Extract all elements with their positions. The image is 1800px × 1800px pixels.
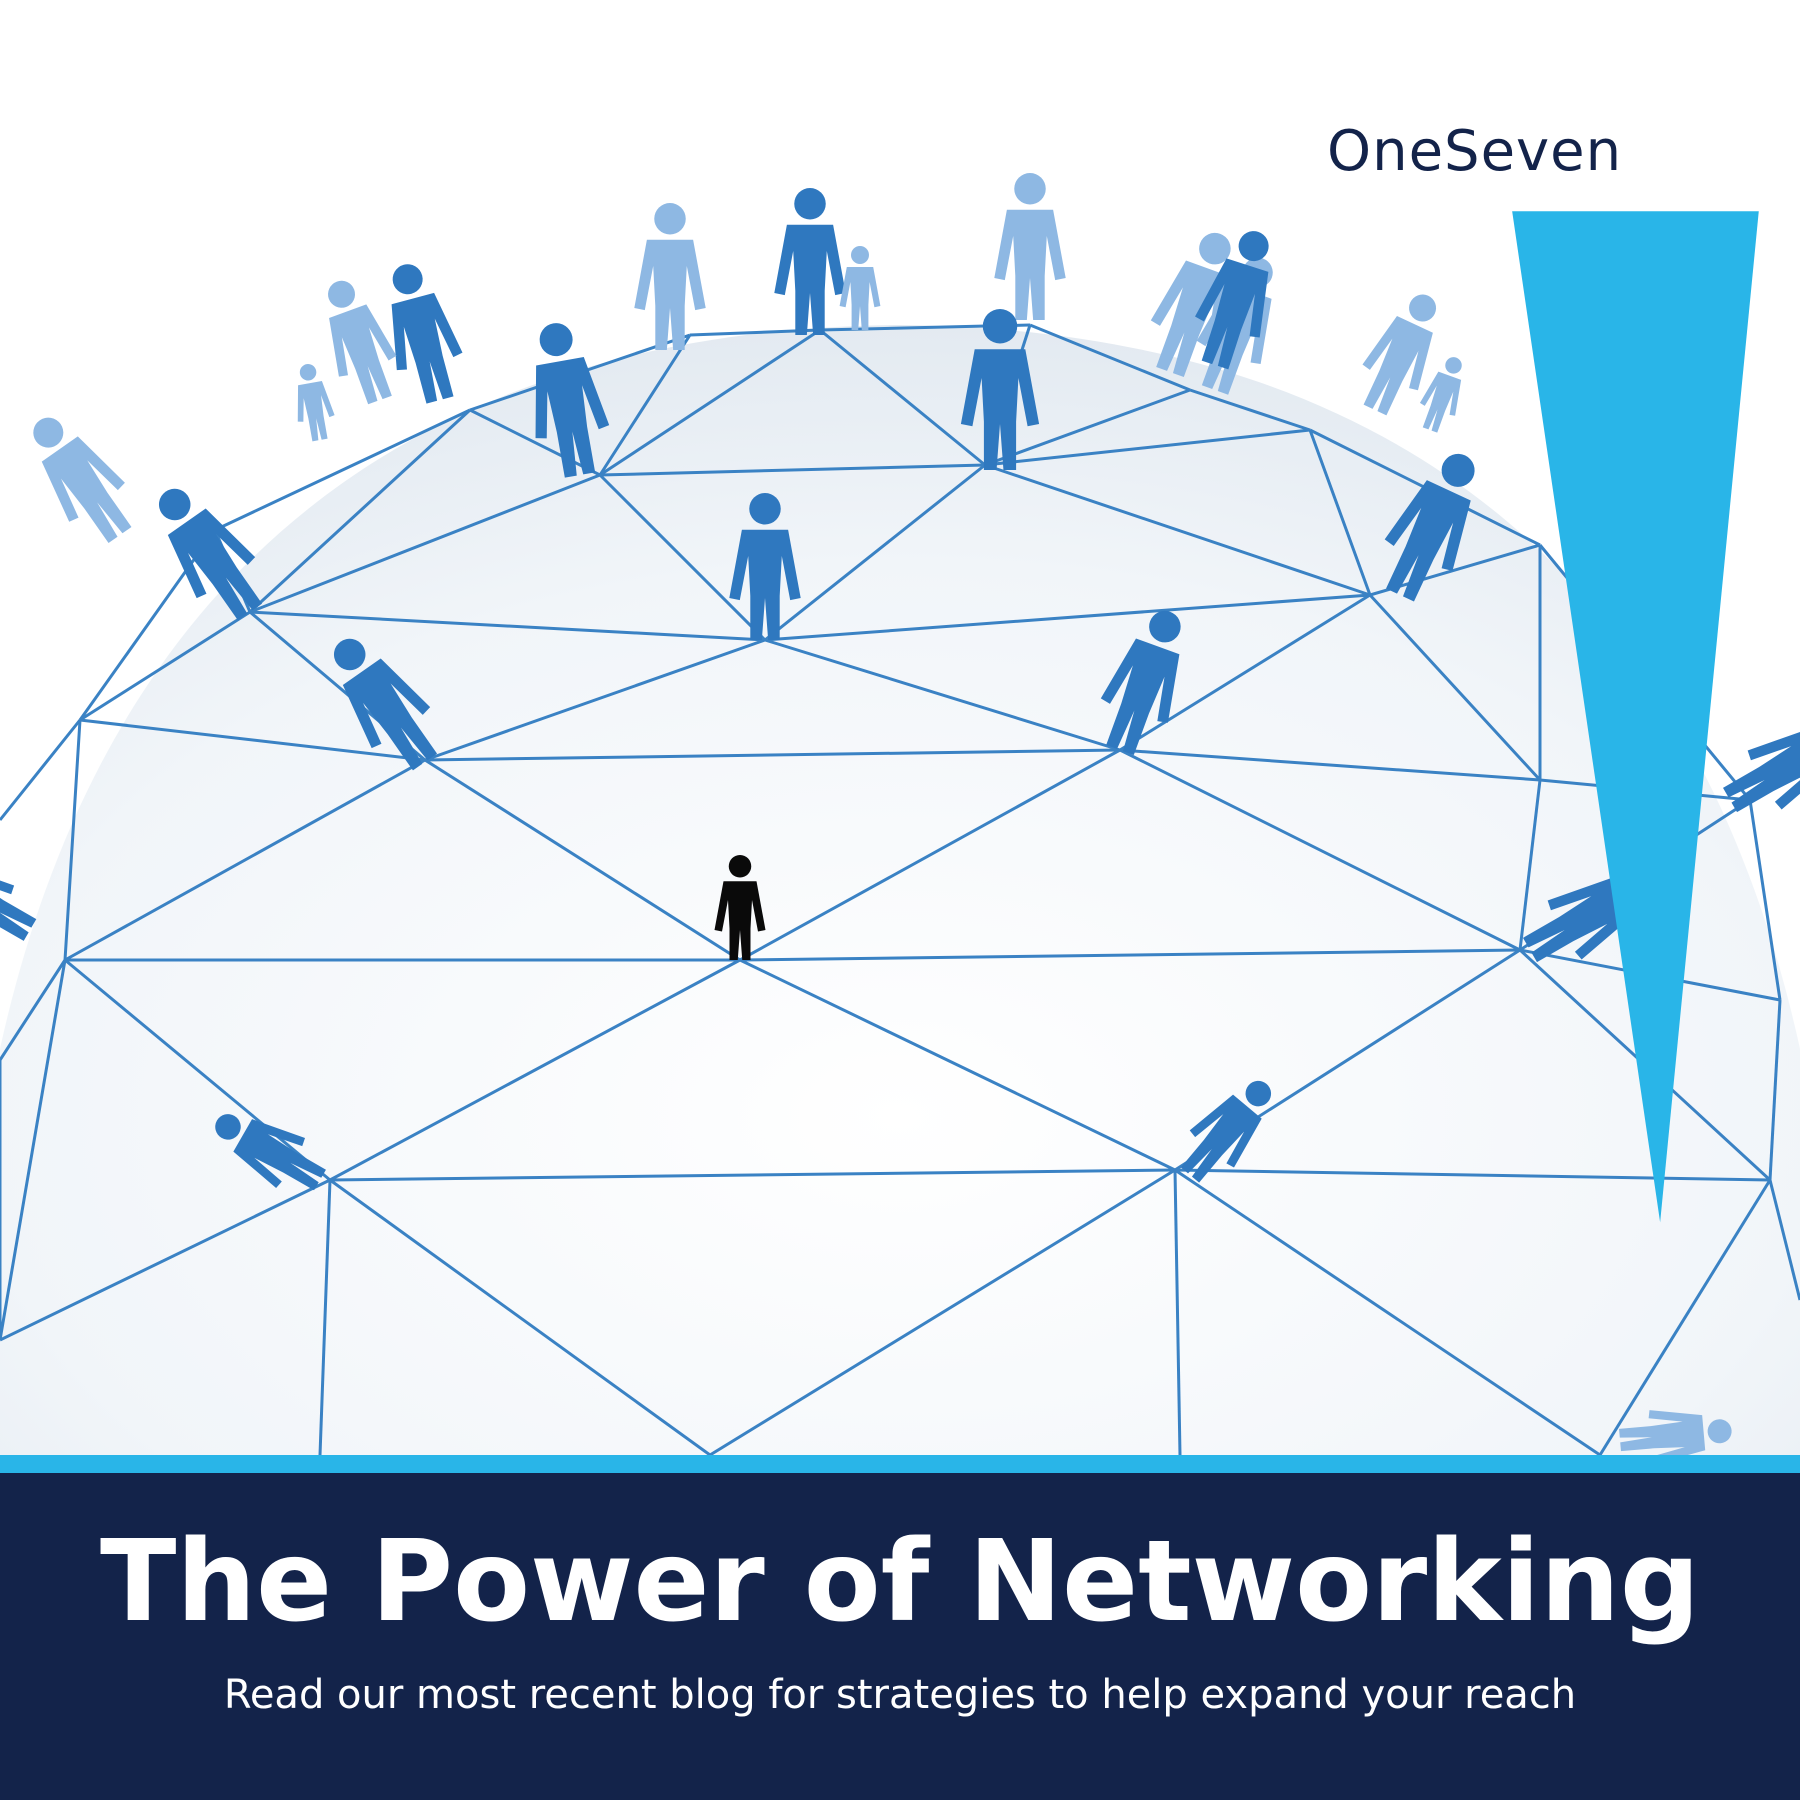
mesh-line	[424, 758, 741, 962]
mesh-line	[424, 748, 1121, 762]
mesh-line	[329, 1178, 711, 1455]
people-figures	[0, 173, 1800, 1455]
person-figure-icon	[729, 493, 801, 640]
person-figure-icon	[535, 323, 610, 478]
oneseven-logo-mark-icon	[1512, 211, 1759, 1223]
mesh-line	[1748, 799, 1782, 1001]
mesh-line	[1173, 1169, 1182, 1455]
mesh-line	[764, 463, 986, 642]
mesh-line	[1368, 593, 1542, 782]
mesh-line	[599, 463, 986, 477]
mesh-line	[78, 529, 217, 721]
person-figure-icon	[1362, 294, 1437, 416]
hero-network-illustration: OneSeven	[0, 0, 1800, 1455]
mesh-line	[984, 463, 1371, 597]
brand-logo: OneSeven	[1315, 88, 1759, 1223]
person-figure-icon	[215, 1114, 326, 1191]
person-figure-icon	[1384, 453, 1475, 602]
mesh-line	[598, 473, 767, 642]
mesh-line	[739, 948, 1521, 962]
mesh-line	[739, 748, 1121, 962]
mesh-line	[1598, 1179, 1772, 1455]
title-banner: The Power of Networking Read our most re…	[0, 1473, 1800, 1800]
banner-title: The Power of Networking	[99, 1517, 1701, 1647]
person-figure-icon	[839, 246, 881, 330]
mesh-line	[469, 408, 601, 477]
mesh-line	[0, 959, 67, 1341]
person-figure-icon	[1419, 357, 1462, 433]
mesh-line	[598, 334, 692, 476]
person-figure-icon	[960, 309, 1040, 470]
mesh-line	[424, 638, 766, 762]
mesh-line	[64, 958, 331, 1182]
person-figure-icon	[158, 488, 263, 621]
person-figure-highlight-icon	[714, 855, 766, 960]
person-figure-icon	[1100, 610, 1181, 756]
mesh-line	[63, 719, 82, 961]
person-figure-icon	[333, 638, 438, 771]
mesh-line	[64, 758, 426, 962]
mesh-line	[1174, 1168, 1601, 1455]
mesh-line	[1119, 748, 1541, 782]
mesh-line	[1308, 429, 1372, 596]
person-figure-icon	[994, 173, 1066, 320]
mesh-line	[819, 328, 986, 467]
mesh-line	[329, 958, 741, 1182]
accent-stripe	[0, 1455, 1800, 1473]
person-figure-icon	[328, 280, 397, 405]
person-figure-icon	[1180, 1080, 1272, 1183]
mesh-line	[1119, 748, 1521, 952]
person-figure-icon	[391, 264, 463, 404]
mesh-line	[1768, 999, 1782, 1181]
mesh-line	[318, 1179, 332, 1455]
mesh-line	[249, 473, 601, 614]
mesh-line	[79, 610, 251, 722]
mesh-line	[739, 958, 1176, 1172]
mesh-line	[79, 718, 426, 762]
banner-subtitle: Read our most recent blog for strategies…	[223, 1672, 1577, 1719]
mesh-line	[329, 1168, 1176, 1182]
person-figure-icon	[634, 203, 706, 350]
mesh-line	[0, 1178, 331, 1342]
mesh-line	[984, 388, 1191, 467]
mesh-line	[249, 610, 766, 642]
person-figure-icon	[297, 364, 335, 442]
person-figure-icon	[0, 865, 37, 941]
brand-name: OneSeven	[1327, 118, 1623, 184]
mesh-line	[764, 593, 1371, 642]
mesh-line	[984, 428, 1311, 467]
mesh-line	[764, 638, 1121, 752]
mesh-line	[1119, 593, 1371, 752]
person-figure-icon	[1195, 231, 1269, 370]
mesh-line	[248, 408, 472, 614]
mesh-line	[1189, 388, 1311, 432]
mesh-line	[1768, 1179, 1800, 1301]
person-figure-icon	[1723, 728, 1800, 813]
mesh-line	[1518, 779, 1542, 951]
mesh-line	[0, 719, 82, 821]
mesh-line	[599, 328, 821, 477]
mesh-line	[1174, 1168, 1771, 1182]
mesh-line	[214, 408, 471, 532]
geodesic-globe-network-icon	[0, 173, 1800, 1455]
mesh-line	[1029, 323, 1191, 392]
mesh-line	[709, 1168, 1176, 1455]
person-figure-icon	[33, 417, 132, 544]
person-figure-icon	[774, 188, 846, 335]
person-figure-icon	[1619, 1410, 1732, 1455]
mesh-line	[0, 959, 67, 1061]
